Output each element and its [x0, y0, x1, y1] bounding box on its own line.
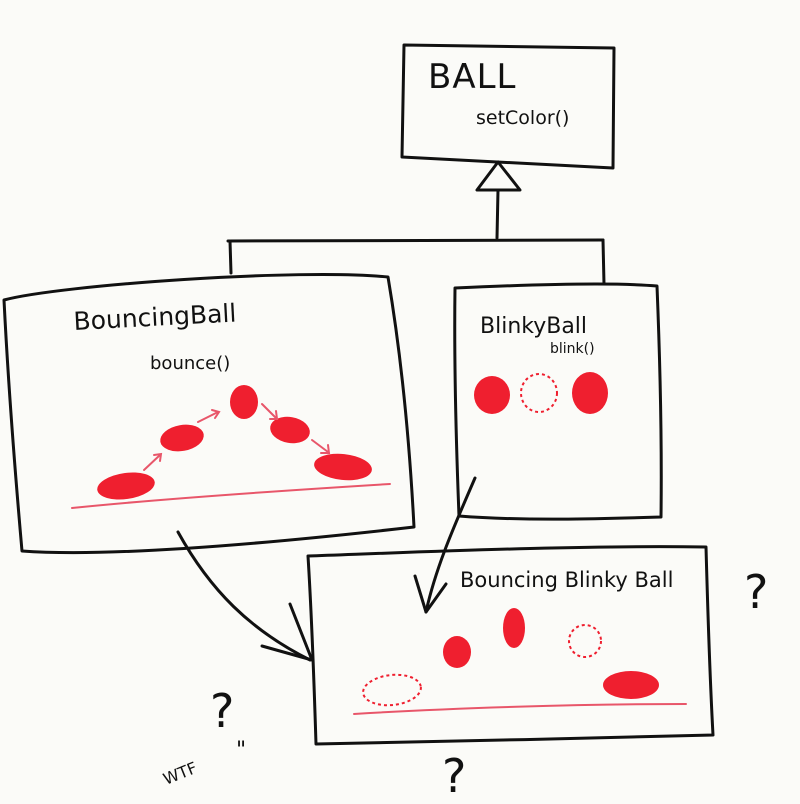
inheritance-arrow [226, 160, 606, 286]
multiple-inheritance-arrows [176, 476, 477, 662]
ball-class-box: BALL setColor() [400, 43, 616, 170]
arrow-from-bouncing-ball [176, 530, 312, 662]
bouncing-blinky-ball-class-box: Bouncing Blinky Ball [306, 545, 715, 746]
combo-ground-line [353, 703, 687, 715]
blink-ball-off [520, 373, 558, 413]
combo-ball-on-1 [443, 636, 471, 668]
ball-class-name: BALL [428, 57, 516, 97]
bounce-ball-1 [97, 472, 155, 500]
ball-class-method: setColor() [476, 107, 569, 129]
blink-ball-on-1 [474, 376, 510, 414]
bounce-ball-5 [314, 453, 372, 481]
bouncing-ball-class-box: BouncingBall bounce() [2, 272, 416, 555]
bounce-arrows [143, 403, 331, 471]
blink-ball-on-2 [572, 372, 608, 414]
arrow-from-blinky-ball [424, 476, 477, 614]
combo-ball-off-left [362, 673, 422, 707]
quote-mark: " [236, 738, 246, 763]
blinky-ball-class-method: blink() [550, 341, 595, 357]
combo-ball-on-2 [503, 608, 525, 648]
bouncing-ball-class-method: bounce() [150, 353, 230, 374]
wtf-text: WTF [160, 758, 199, 789]
bounce-ball-2 [160, 424, 204, 452]
bounce-ground-line [71, 483, 391, 509]
question-mark-bottom: ? [442, 749, 466, 803]
blinky-ball-class-box: BlinkyBall blink() [453, 282, 663, 521]
bounce-ball-4 [270, 416, 310, 444]
bouncing-ball-class-name: BouncingBall [73, 299, 237, 336]
blinky-ball-class-name: BlinkyBall [480, 314, 587, 339]
combo-ball-off-right [568, 624, 602, 658]
question-mark-left: ? [210, 684, 234, 738]
combo-ball-on-3 [603, 671, 659, 699]
question-mark-right: ? [744, 565, 768, 619]
annotations: ? ? ? WTF " [160, 565, 768, 803]
bounce-ball-3 [230, 385, 258, 419]
bouncing-blinky-ball-class-name: Bouncing Blinky Ball [460, 568, 673, 592]
